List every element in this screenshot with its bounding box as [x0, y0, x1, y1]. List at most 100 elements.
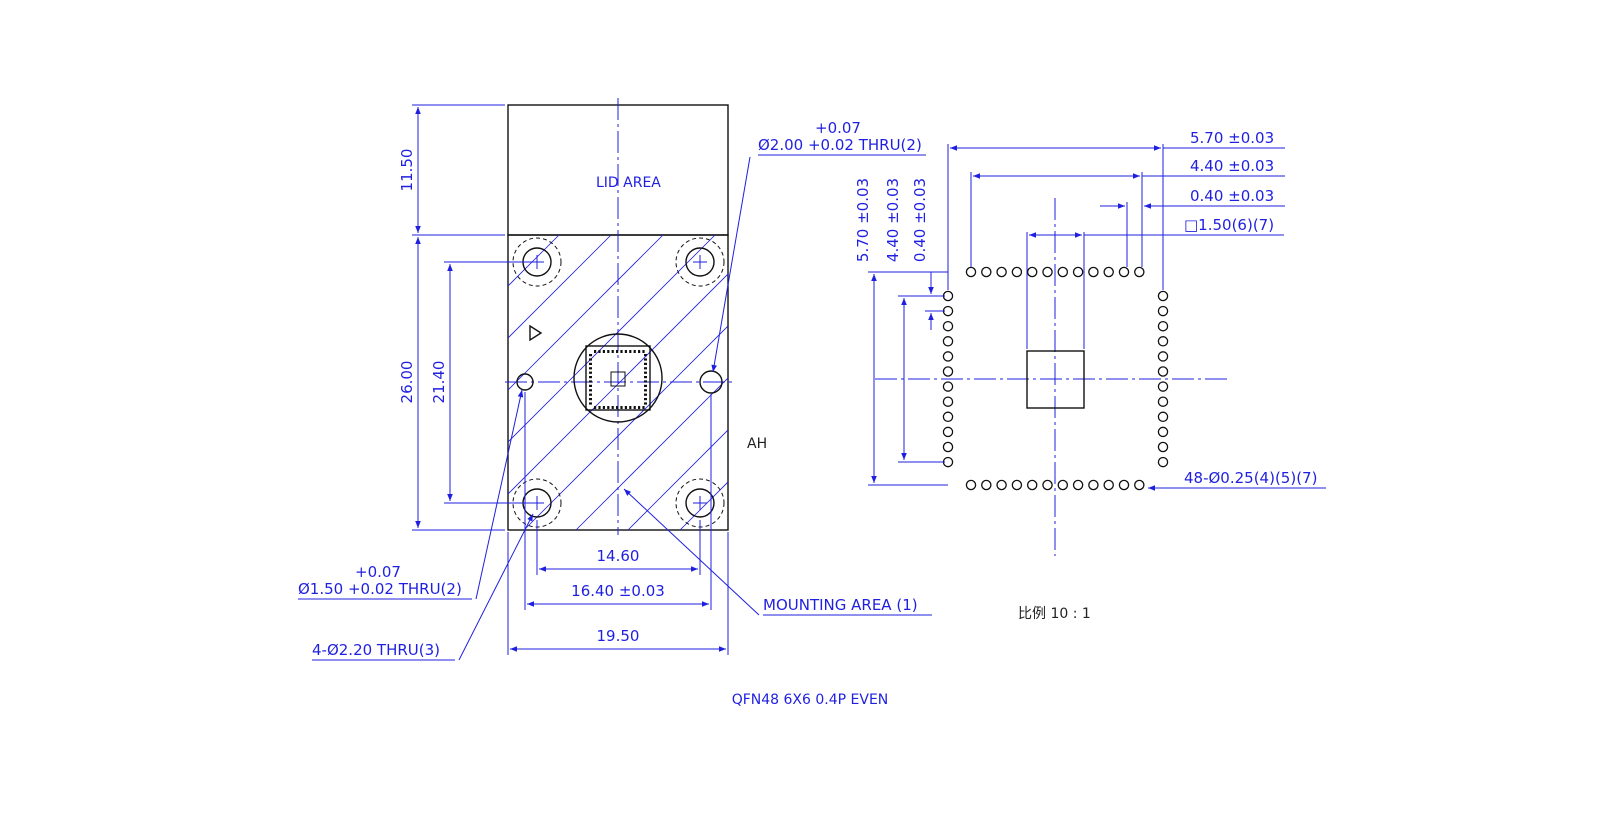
pin-pad [1157, 320, 1169, 332]
scale-label: 比例 10 : 1 [1018, 606, 1091, 622]
mini-pin [589, 380, 592, 383]
pin-pad [1103, 479, 1114, 491]
pin-pad [1088, 266, 1099, 278]
mini-pin [611, 406, 614, 409]
hatch-line [784, 130, 1184, 530]
mini-pin [589, 354, 592, 357]
mini-pin [644, 358, 647, 361]
pin-pad [1157, 381, 1169, 392]
drawing-title: QFN48 6X6 0.4P EVEN [732, 692, 889, 708]
hatch-line [679, 481, 728, 530]
mini-pin [642, 406, 645, 409]
dim-pad: □1.50(6)(7) [1184, 216, 1274, 234]
mini-pin [598, 406, 601, 409]
pin-pad [981, 479, 992, 491]
pin-pad [1026, 479, 1038, 491]
mini-pin [589, 362, 592, 365]
pin-pad [1134, 479, 1145, 491]
pin-pad [1157, 396, 1169, 407]
pin-pad [942, 441, 954, 453]
hatch-line [523, 325, 728, 530]
mini-pin [644, 367, 647, 370]
mini-pin [620, 350, 623, 353]
pin1-triangle-icon [529, 324, 543, 342]
hatch-line [160, 130, 560, 530]
mini-pin [602, 406, 605, 409]
mini-pin [644, 398, 647, 401]
mounting-holes-callout: 4-Ø2.20 THRU(3) [312, 641, 440, 659]
mini-pin [633, 350, 636, 353]
locating-hole-top-callout: Ø2.00 +0.02 THRU(2) [758, 136, 922, 154]
mini-pin [624, 406, 627, 409]
mini-pin [589, 376, 592, 379]
mini-pin [644, 380, 647, 383]
pin-pad [1042, 479, 1053, 491]
mini-pin [620, 406, 623, 409]
pin-pad [965, 479, 977, 491]
mounting-hole-top-right [675, 237, 725, 287]
pin-pad [1088, 479, 1099, 491]
side-label: AH [747, 436, 767, 452]
pin-pad [1042, 266, 1053, 278]
lid-area-label: LID AREA [596, 175, 661, 191]
pin-pad [1011, 266, 1023, 278]
pin-pad [942, 351, 954, 362]
pin-pad [1057, 479, 1069, 491]
mini-pin [594, 406, 597, 409]
mini-pin [589, 398, 592, 401]
mini-pin [638, 350, 641, 353]
mini-pin [589, 393, 592, 396]
hatch-line [508, 273, 728, 495]
pin-pad [942, 381, 954, 392]
pin-pad [1057, 266, 1069, 278]
qfn-footprint-view: □1.50(6)(7) 5.70 ±0.03 4.40 ±0.03 0.40 ±… [854, 129, 1326, 622]
mini-pin [594, 350, 597, 353]
mounting-hole-bottom-right [675, 478, 725, 528]
mini-pin [616, 406, 619, 409]
mini-pin [629, 350, 632, 353]
dim-locating-spacing: 16.40 ±0.03 [571, 582, 665, 600]
mini-pin [589, 389, 592, 392]
pin-pad [1011, 479, 1023, 491]
mini-pin [644, 393, 647, 396]
mini-pin [624, 350, 627, 353]
mini-pin [644, 389, 647, 392]
pin-pad [942, 336, 954, 347]
mini-pin [589, 384, 592, 387]
pin-pad [1157, 351, 1169, 362]
mini-pin [644, 384, 647, 387]
dim-pitch: 0.40 ±0.03 [1190, 187, 1274, 205]
pin-pad [1157, 426, 1169, 438]
hatch-line [508, 235, 664, 391]
center-pad [1026, 350, 1085, 409]
locating-hole-bottom-tol: +0.07 [355, 563, 401, 581]
hatch-line [508, 235, 612, 339]
pin-pad [942, 411, 954, 423]
pin-pad [996, 479, 1007, 491]
locating-hole-right [699, 370, 723, 394]
mini-pin [589, 367, 592, 370]
mini-pin [607, 406, 610, 409]
mounting-area-hatch [160, 130, 1184, 530]
dim-outer-span: 5.70 ±0.03 [1190, 129, 1274, 147]
pin-pad [1157, 456, 1169, 468]
mini-pin [642, 350, 645, 353]
pin-row-bottom [965, 479, 1145, 491]
pin-pad [965, 266, 977, 278]
dim-overall-width: 19.50 [597, 627, 640, 645]
locating-hole-top-tol: +0.07 [815, 119, 861, 137]
mini-pin [644, 362, 647, 365]
mini-pin [644, 376, 647, 379]
pin-pad [942, 320, 954, 332]
hatch-line [627, 429, 728, 530]
pin-column-right [1157, 290, 1169, 468]
mini-pin [602, 350, 605, 353]
mini-pin [589, 358, 592, 361]
pin-pad [942, 396, 954, 407]
hatch-line [732, 130, 1132, 530]
pin-pad [942, 426, 954, 438]
dim-pitch-vertical: 0.40 ±0.03 [911, 178, 929, 262]
mini-pin [638, 406, 641, 409]
mini-pin [616, 350, 619, 353]
